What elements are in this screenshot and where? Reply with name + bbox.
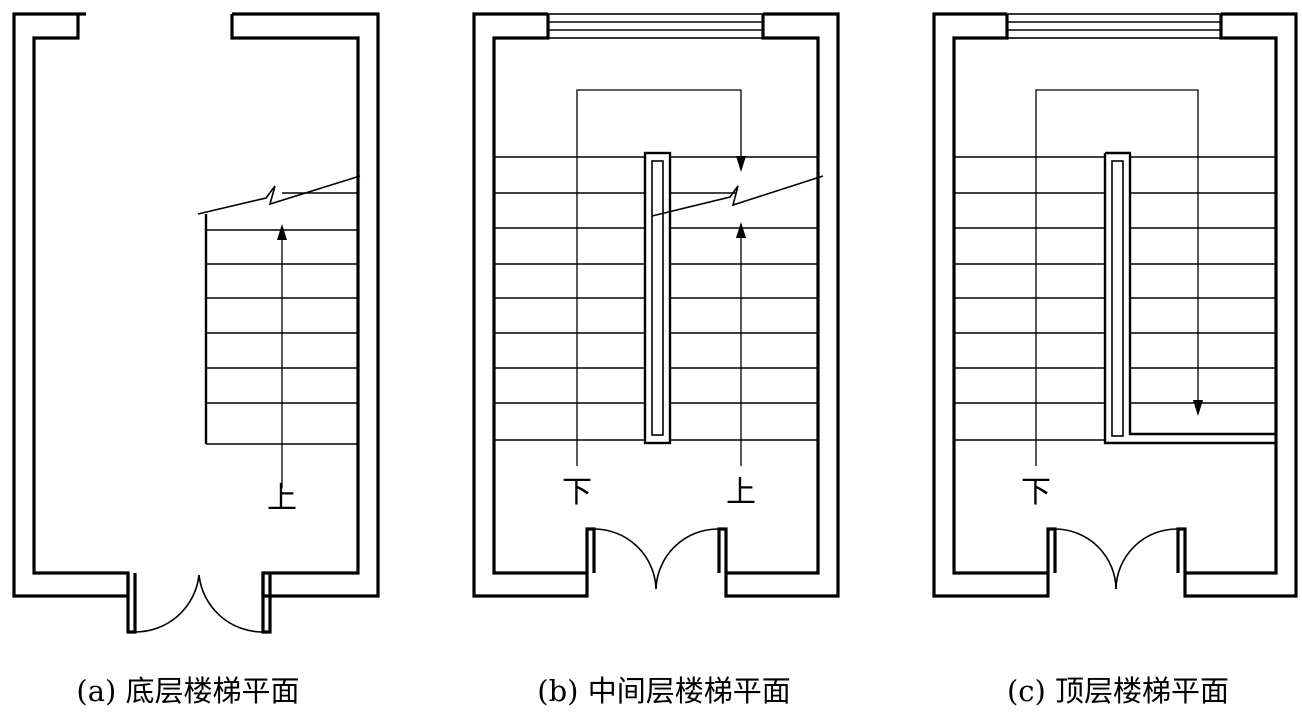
panel-top-floor: 下 (c) 顶层楼梯平面	[932, 12, 1298, 708]
window	[547, 13, 764, 39]
double-door	[1054, 528, 1179, 590]
stair-treads	[494, 156, 818, 441]
up-arrow	[277, 224, 287, 488]
up-label: 上	[726, 475, 756, 510]
double-door	[134, 574, 264, 633]
caption-top-floor: (c) 顶层楼梯平面	[1007, 674, 1229, 708]
up-label: 上	[267, 481, 297, 516]
caption-middle-floor: (b) 中间层楼梯平面	[537, 674, 790, 708]
stair-treads	[954, 156, 1276, 441]
window	[1006, 13, 1222, 39]
down-label: 下	[562, 475, 592, 510]
handrail	[643, 151, 672, 445]
walls	[472, 12, 840, 598]
handrail	[1103, 151, 1276, 445]
walls	[12, 12, 380, 634]
up-arrow	[736, 222, 746, 466]
walls	[932, 12, 1298, 598]
down-arrow	[1035, 89, 1203, 466]
double-door	[593, 528, 720, 590]
down-arrow	[576, 89, 746, 466]
panel-middle-floor: 下 上 (b) 中间层楼梯平面	[472, 12, 840, 708]
break-line	[197, 175, 361, 215]
break-line	[651, 175, 824, 217]
down-label: 下	[1021, 475, 1051, 510]
panel-ground-floor: 上 (a) 底层楼梯平面	[12, 12, 380, 708]
caption-ground-floor: (a) 底层楼梯平面	[76, 674, 299, 708]
